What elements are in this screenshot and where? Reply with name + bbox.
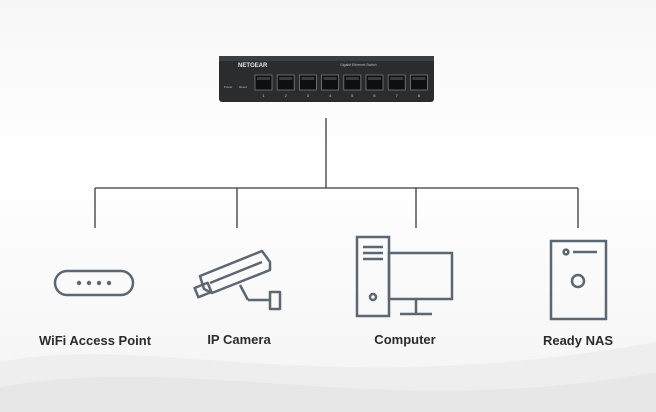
switch-port-number: 2 — [285, 93, 288, 98]
switch-brand: NETGEAR — [238, 63, 268, 69]
device-label-nas: Ready NAS — [542, 333, 614, 348]
switch-port-number: 5 — [351, 93, 354, 98]
device-label-ip-camera: IP Camera — [207, 332, 271, 347]
switch-port-number: 4 — [329, 93, 332, 98]
switch-model: Gigabit Ethernet Switch — [340, 63, 377, 67]
nas-icon — [549, 239, 608, 321]
switch-port-contacts — [279, 77, 293, 80]
switch-reset-label: Reset — [239, 85, 247, 89]
switch-port-contacts — [390, 77, 404, 80]
switch-port-number: 1 — [262, 93, 265, 98]
device-label-computer: Computer — [374, 332, 436, 347]
switch-ports: 1 2 3 4 5 6 7 8 — [254, 74, 428, 98]
network-switch: NETGEAR Gigabit Ethernet Switch Power Re… — [219, 56, 434, 102]
switch-port-number: 7 — [396, 93, 399, 98]
switch-port-contacts — [345, 77, 359, 80]
switch-port-contacts — [257, 77, 270, 80]
switch-port-contacts — [323, 77, 337, 80]
switch-port-contacts — [412, 77, 426, 80]
wifi-access-point-icon — [53, 269, 135, 297]
device-label-wifi: WiFi Access Point — [38, 333, 152, 348]
ip-camera-icon — [193, 249, 282, 311]
switch-port-contacts — [301, 77, 315, 80]
switch-port-number: 8 — [418, 93, 421, 98]
background-wave — [0, 342, 656, 412]
switch-port-number: 6 — [373, 93, 376, 98]
switch-port-contacts — [368, 77, 381, 80]
switch-power-label: Power — [224, 85, 233, 89]
connection-lines — [94, 118, 579, 228]
switch-port-number: 3 — [307, 93, 310, 98]
computer-icon — [355, 235, 454, 318]
